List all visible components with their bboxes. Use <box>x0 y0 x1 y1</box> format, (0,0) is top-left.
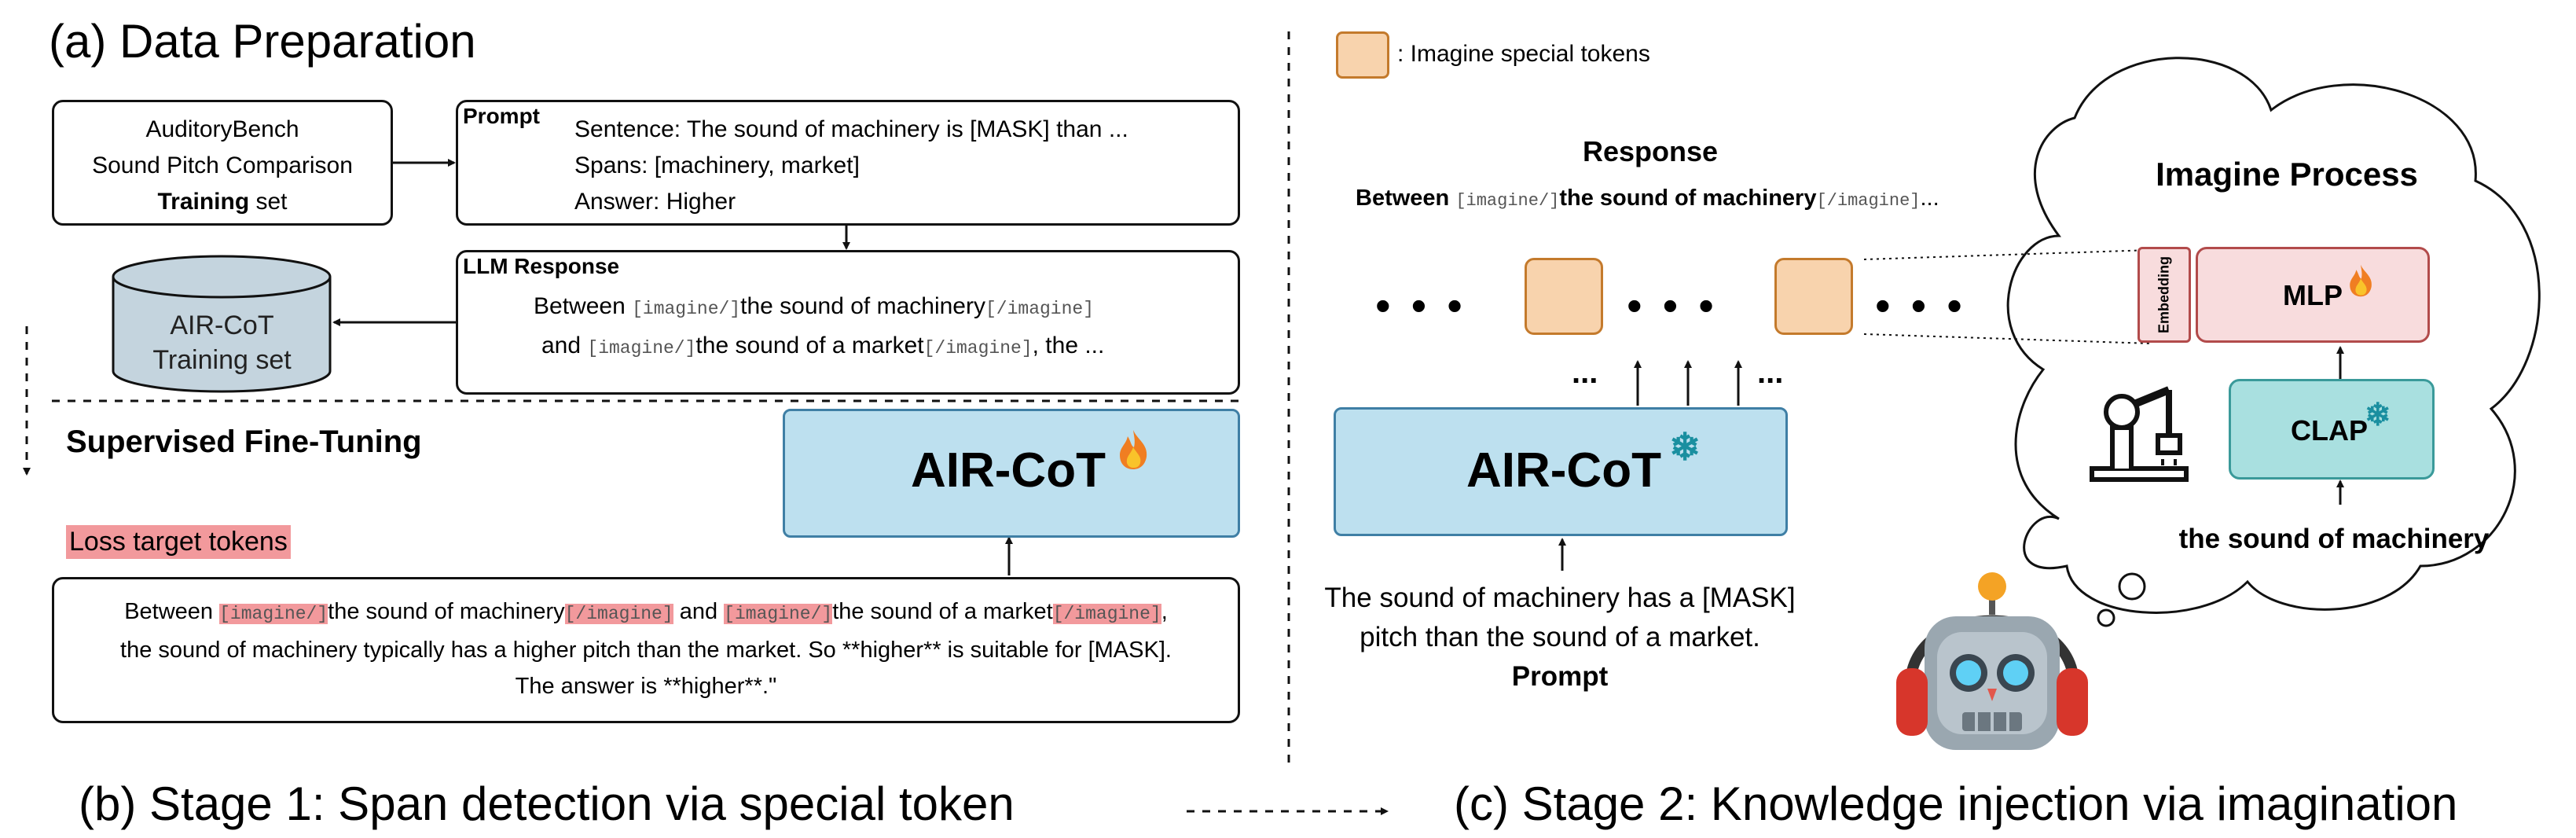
stage2-caption: (c) Stage 2: Knowledge injection via ima… <box>1454 777 2458 830</box>
embedding-box: Embedding <box>2137 247 2191 343</box>
snowflake-icon: ❄ <box>2365 398 2391 432</box>
llm-response-line1: Between [imagine/]the sound of machinery… <box>534 293 1094 320</box>
dataset-label: AIR-CoT Training set <box>110 308 334 377</box>
target-line2: the sound of machinery typically has a h… <box>120 638 1172 663</box>
llm-response-label: LLM Response <box>463 254 620 278</box>
prompt-spans: Spans: [machinery, market] <box>574 153 860 178</box>
dataset-cylinder <box>112 255 332 393</box>
imagine-close-token: [/imagine] <box>923 338 1033 358</box>
air-cot-model-stage1: AIR-CoT <box>783 409 1240 538</box>
clap-box: CLAP ❄ <box>2229 379 2435 480</box>
auditory-rest: set <box>249 189 288 215</box>
ellipsis-right: ... <box>1757 355 1784 390</box>
resp-tail: , the ... <box>1032 333 1105 358</box>
dots-right: ••• <box>1875 281 1983 330</box>
embedding-link-bottom <box>1863 333 2152 344</box>
air-cot-model-stage2: AIR-CoT ❄ <box>1334 407 1788 536</box>
imagine-close-token: [/imagine] <box>985 299 1095 319</box>
mlp-box: MLP <box>2196 247 2430 343</box>
auditory-line1: AuditoryBench <box>145 116 299 142</box>
imagine-open-token: [imagine/] <box>724 604 833 624</box>
target-comma: , <box>1161 599 1168 624</box>
auditorybench-box: AuditoryBench Sound Pitch Comparison Tra… <box>52 100 393 226</box>
thought-bubble-small <box>2097 608 2115 627</box>
response-tail: ... <box>1920 186 1939 211</box>
target-span2: the sound of a market <box>832 599 1053 624</box>
llm-response-line2: and [imagine/]the sound of a market[/ima… <box>541 333 1104 359</box>
dataset-line2: Training set <box>152 345 292 375</box>
imagine-close-token: [/imagine] <box>1816 191 1921 211</box>
air-cot-label: AIR-CoT <box>1466 443 1661 498</box>
snowflake-icon: ❄ <box>1669 427 1701 469</box>
target-line3: The answer is **higher**." <box>515 674 777 699</box>
dots-middle: ••• <box>1627 281 1734 330</box>
prompt-line1: The sound of machinery has a [MASK] <box>1324 583 1796 613</box>
section-a-title: (a) Data Preparation <box>49 15 476 68</box>
resp-and: and <box>541 333 588 358</box>
prompt-answer: Answer: Higher <box>574 189 736 215</box>
stage2-prompt-label: Prompt <box>1511 661 1609 692</box>
imagine-open-token: [imagine/] <box>219 604 328 624</box>
robot-headphones-icon <box>1896 572 2088 750</box>
embedding-label: Embedding <box>2156 256 2172 333</box>
clap-label: CLAP <box>2291 414 2368 447</box>
ellipsis-left: ... <box>1572 355 1598 390</box>
prompt-sentence: Sentence: The sound of machinery is [MAS… <box>574 116 1128 142</box>
target-and: and <box>673 599 725 624</box>
imagine-token-close <box>1774 258 1853 335</box>
air-cot-label: AIR-CoT <box>911 443 1106 498</box>
fire-icon <box>1120 430 1147 469</box>
imagine-close-token: [/imagine] <box>564 604 673 624</box>
dots-left: ••• <box>1375 281 1483 330</box>
thought-bubble-large <box>2118 572 2146 601</box>
token-legend-swatch <box>1336 31 1389 79</box>
fire-icon <box>2350 264 2372 297</box>
robot-arm-icon <box>2090 386 2189 482</box>
llm-response-box: LLM Response Between [imagine/]the sound… <box>456 250 1240 395</box>
sft-title: Supervised Fine-Tuning <box>66 425 422 459</box>
dataset-line1: AIR-CoT <box>170 311 274 340</box>
response-text: Between [imagine/]the sound of machinery… <box>1356 186 1939 211</box>
loss-target-legend: Loss target tokens <box>66 525 291 559</box>
stage2-prompt-text: The sound of machinery has a [MASK] pitc… <box>1289 579 1831 696</box>
auditory-line2: Sound Pitch Comparison <box>92 153 353 178</box>
imagine-open-token: [imagine/] <box>632 299 741 319</box>
target-line1: Between [imagine/]the sound of machinery… <box>54 594 1238 632</box>
response-span: the sound of machinery <box>1559 186 1817 211</box>
imagine-close-token: [/imagine] <box>1052 604 1161 624</box>
response-label: Response <box>1582 135 1719 167</box>
imagine-open-token: [imagine/] <box>1455 191 1560 211</box>
resp-span2: the sound of a market <box>695 333 924 358</box>
machinery-text: the sound of machinery <box>2178 524 2490 554</box>
imagine-token-open <box>1525 258 1603 335</box>
resp-span1: the sound of machinery <box>740 293 985 319</box>
stage1-caption: (b) Stage 1: Span detection via special … <box>79 777 1015 830</box>
target-between: Between <box>124 599 220 624</box>
mlp-label: MLP <box>2283 279 2343 311</box>
auditory-line3: Training set <box>54 184 391 220</box>
auditory-bold: Training <box>157 189 250 215</box>
token-legend-text: : Imagine special tokens <box>1397 41 1650 67</box>
embedding-link-top <box>1863 249 2152 260</box>
response-between: Between <box>1356 186 1456 211</box>
prompt-label: Prompt <box>463 104 540 128</box>
loss-target-box: Between [imagine/]the sound of machinery… <box>52 577 1240 723</box>
prompt-box: Prompt Sentence: The sound of machinery … <box>456 100 1240 226</box>
resp-between: Between <box>534 293 633 319</box>
target-span1: the sound of machinery <box>328 599 565 624</box>
prompt-line2: pitch than the sound of a market. <box>1360 622 1760 652</box>
imagine-process-title: Imagine Process <box>2156 156 2418 193</box>
imagine-open-token: [imagine/] <box>587 338 696 358</box>
